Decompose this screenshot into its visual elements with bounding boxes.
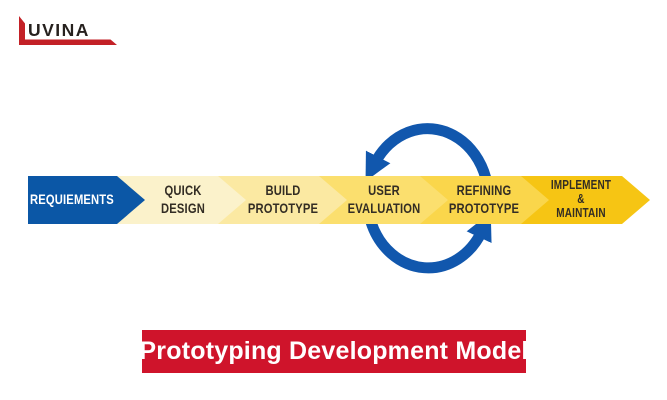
logo-mark-icon: [19, 16, 117, 45]
step-refining-prototype-label: REFINING PROTOTYPE: [440, 176, 528, 224]
step-label-line: BUILD: [265, 182, 301, 199]
step-label-line: DESIGN: [161, 200, 205, 216]
step-refining-prototype-shape: [420, 176, 549, 224]
step-label-line: REFINING: [456, 182, 512, 199]
page-title: Prototyping Development Model: [139, 337, 529, 365]
step-label-line: IMPLEMENT: [550, 178, 612, 193]
step-quick-design-shape: [117, 176, 246, 224]
step-label-line: USER: [368, 182, 400, 199]
logo-l-shape: [19, 16, 117, 45]
step-user-evaluation-label: USER EVALUATION: [340, 176, 428, 224]
step-label-line: MAINTAIN: [556, 205, 606, 220]
cycle-arrow-bottom-icon: [365, 212, 492, 274]
step-label-line: &: [577, 192, 585, 207]
step-requirements-shape: [28, 176, 145, 224]
step-label-line: PROTOTYPE: [448, 200, 520, 216]
step-build-prototype-shape: [218, 176, 347, 224]
step-label-line: EVALUATION: [347, 200, 421, 216]
step-implement-maintain-label: IMPLEMENT & MAINTAIN: [537, 176, 625, 224]
step-label-line: REQUIEMENTS: [30, 191, 114, 208]
step-requirements-label: REQUIEMENTS: [28, 176, 116, 224]
step-quick-design-label: QUICK DESIGN: [139, 176, 227, 224]
step-implement-maintain-shape: [521, 176, 650, 224]
step-build-prototype-label: BUILD PROTOTYPE: [239, 176, 327, 224]
luvina-logo: UVINA: [0, 0, 140, 60]
step-user-evaluation-shape: [319, 176, 448, 224]
logo-wordmark: UVINA: [28, 20, 90, 40]
step-label-line: PROTOTYPE: [247, 200, 319, 216]
step-label-line: QUICK: [164, 182, 202, 199]
title-banner: Prototyping Development Model: [139, 330, 529, 373]
